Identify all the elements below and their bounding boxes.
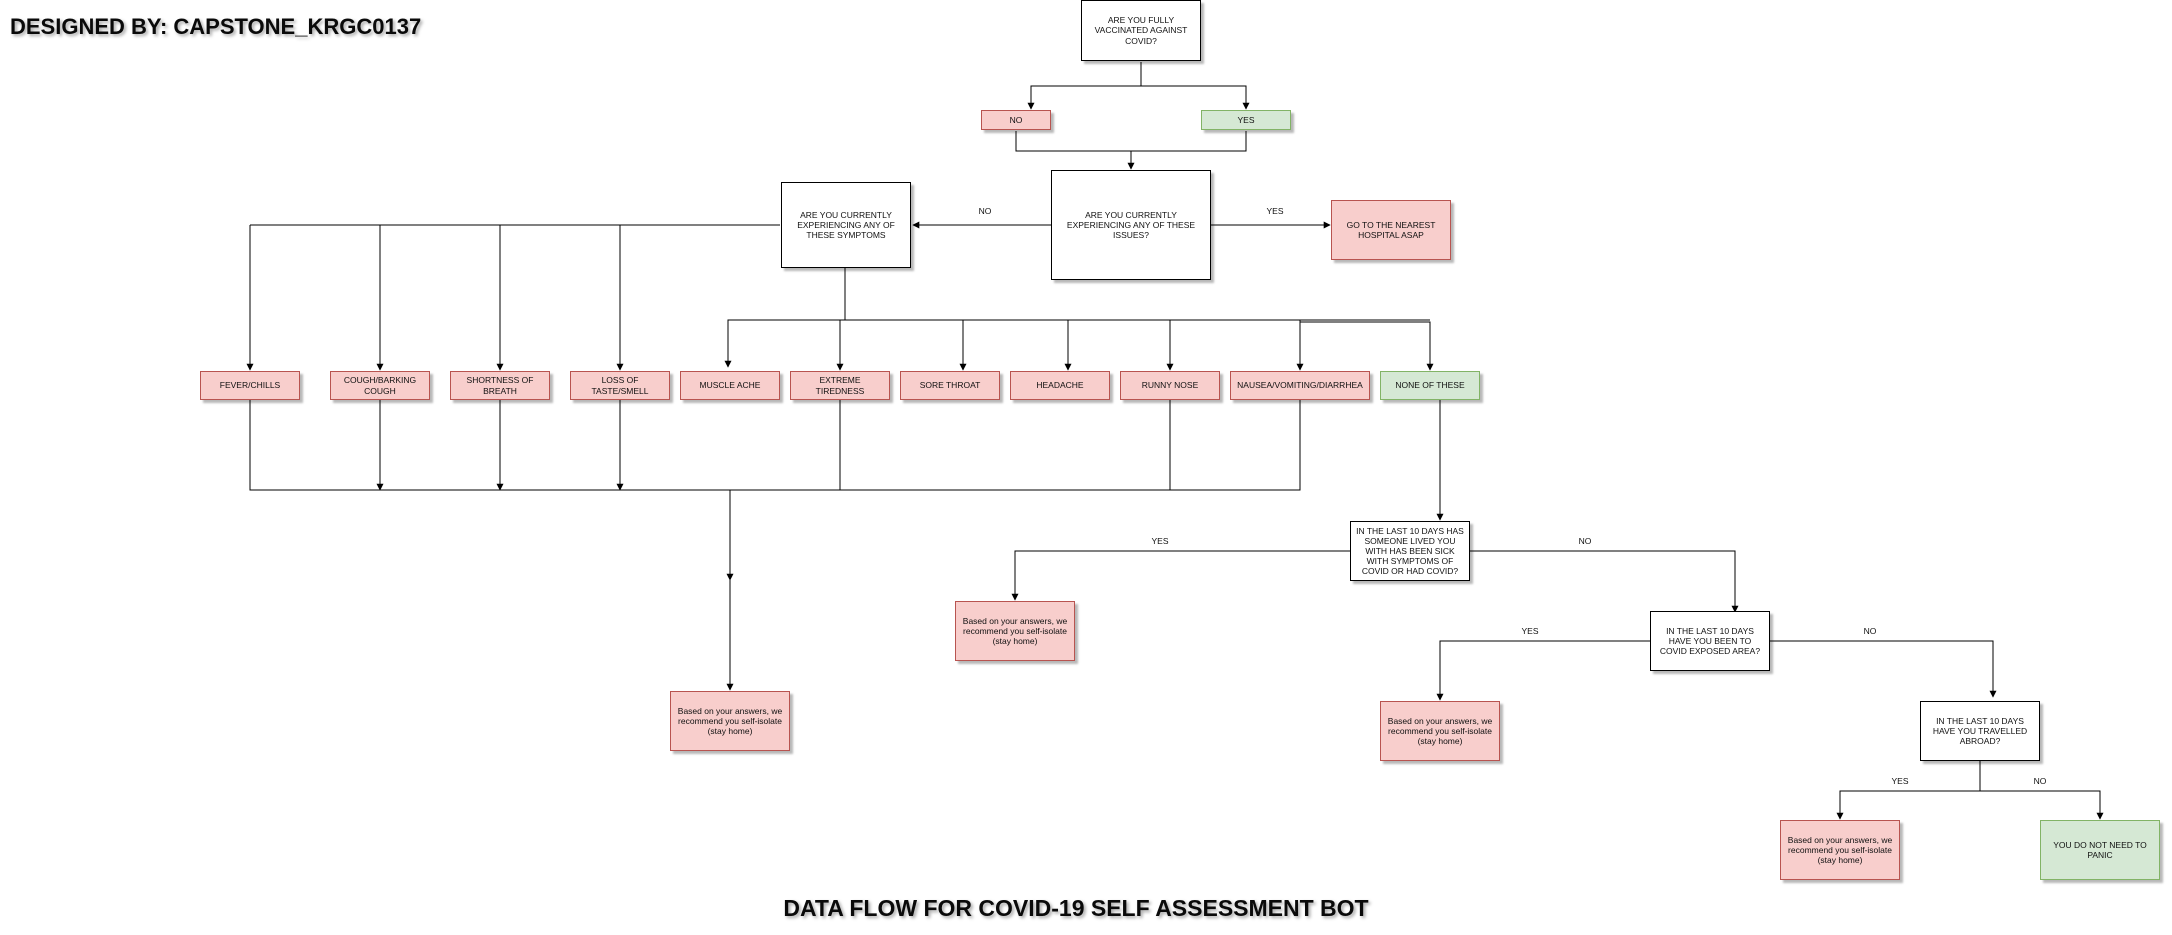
edge-abroad-split xyxy=(1836,761,1981,820)
symptom-extreme-tiredness: EXTREME TIREDNESS xyxy=(790,371,890,400)
symptom-headache: HEADACHE xyxy=(1010,371,1110,400)
symptom-loss-of-taste-smell: LOSS OF TASTE/SMELL xyxy=(570,371,670,400)
edge-no-to-issues xyxy=(1015,131,1135,170)
edge-label-lived-yes: YES xyxy=(1151,536,1169,546)
symptom-runny-nose: RUNNY NOSE xyxy=(1120,371,1220,400)
self-isolate-abroad: Based on your answers, we recommend you … xyxy=(1780,820,1900,880)
edge-to-muscle xyxy=(724,319,845,368)
no-need-to-panic: YOU DO NOT NEED TO PANIC xyxy=(2040,820,2160,880)
edge-to-none xyxy=(1300,321,1434,371)
edge-lived-no xyxy=(1470,550,1739,613)
self-isolate-exposed: Based on your answers, we recommend you … xyxy=(1380,701,1500,761)
edge-symptoms-merge-bus xyxy=(249,400,1301,491)
edge-label-abroad-yes: YES xyxy=(1891,776,1909,786)
self-isolate-symptoms: Based on your answers, we recommend you … xyxy=(670,691,790,751)
symptom-sore-throat: SORE THROAT xyxy=(900,371,1000,400)
edge-abroad-no xyxy=(1980,790,2104,820)
question-exposed-area: IN THE LAST 10 DAYS HAVE YOU BEEN TO COV… xyxy=(1650,611,1770,671)
edge-label-exposed-no: NO xyxy=(1863,626,1877,636)
answer-vaccinated: YES xyxy=(1201,110,1291,130)
question-vaccinated: ARE YOU FULLY VACCINATED AGAINST COVID? xyxy=(1081,0,1201,61)
question-symptoms: ARE YOU CURRENTLY EXPERIENCING ANY OF TH… xyxy=(781,182,911,268)
symptom-shortness-of-breath: SHORTNESS OF BREATH xyxy=(450,371,550,400)
edge-label-lived-no: NO xyxy=(1578,536,1592,546)
symptom-muscle-ache: MUSCLE ACHE xyxy=(680,371,780,400)
edge-vaccinated-branches xyxy=(1027,62,1142,110)
hospital-advice: GO TO THE NEAREST HOSPITAL ASAP xyxy=(1331,200,1451,260)
symptom-none: NONE OF THESE xyxy=(1380,371,1480,400)
edge-vaccinated-yes xyxy=(1141,85,1250,110)
question-issues: ARE YOU CURRENTLY EXPERIENCING ANY OF TH… xyxy=(1051,170,1211,280)
self-isolate-lived-with: Based on your answers, we recommend you … xyxy=(955,601,1075,661)
question-travelled-abroad: IN THE LAST 10 DAYS HAVE YOU TRAVELLED A… xyxy=(1920,701,2040,761)
symptom-fever-chills: FEVER/CHILLS xyxy=(200,371,300,400)
edge-exposed-no xyxy=(1770,640,1997,698)
edge-label-issues-yes: YES xyxy=(1266,206,1284,216)
answer-not-vaccinated: NO xyxy=(981,110,1051,130)
symptom-nausea-vomiting-diarrhea: NAUSEA/VOMITING/DIARRHEA xyxy=(1230,371,1370,400)
designer-credit: DESIGNED BY: CAPSTONE_KRGC0137 xyxy=(10,14,422,39)
edge-yes-to-issues xyxy=(1131,131,1247,152)
question-lived-with-sick: IN THE LAST 10 DAYS HAS SOMEONE LIVED YO… xyxy=(1350,521,1470,581)
diagram-title: DATA FLOW FOR COVID-19 SELF ASSESSMENT B… xyxy=(783,895,1369,921)
edge-label-issues-no: NO xyxy=(978,206,992,216)
edge-label-exposed-yes: YES xyxy=(1521,626,1539,636)
symptom-cough: COUGH/BARKING COUGH xyxy=(330,371,430,400)
edge-exposed-yes xyxy=(1436,640,1650,701)
edge-label-abroad-no: NO xyxy=(2033,776,2047,786)
edge-lived-yes xyxy=(1011,550,1350,601)
